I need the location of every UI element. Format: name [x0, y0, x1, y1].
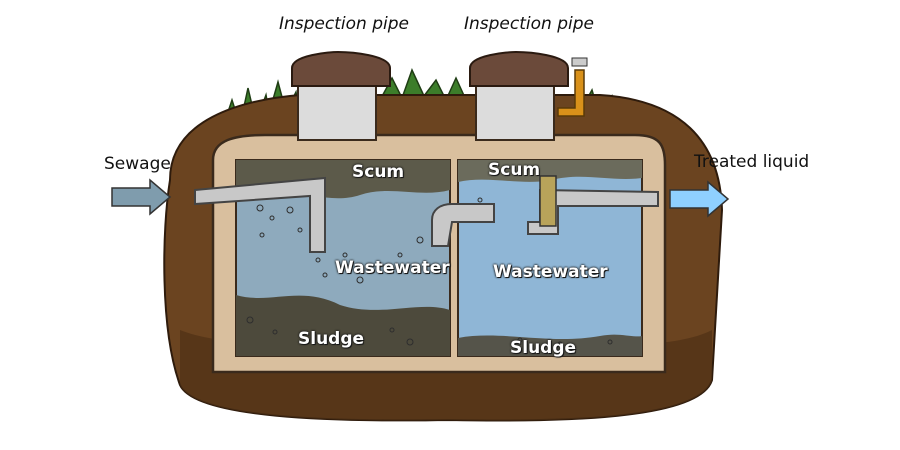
wastewater-label-left: Wastewater	[335, 258, 450, 278]
left-sludge-layer	[236, 295, 450, 356]
sewage-arrow	[111, 178, 172, 216]
inlet-pipe	[194, 176, 326, 253]
treated-arrow	[669, 180, 730, 218]
bubbles	[246, 197, 613, 347]
inspection-label-right: Inspection pipe	[464, 14, 594, 34]
scum-label-left: Scum	[352, 162, 405, 182]
wastewater-label-right: Wastewater	[493, 262, 608, 282]
left-riser	[291, 50, 391, 141]
scum-label-right: Scum	[488, 160, 541, 180]
right-scum-layer	[458, 160, 642, 182]
transfer-pipe	[431, 203, 495, 247]
right-sludge-layer	[458, 334, 642, 356]
sludge-label-left: Sludge	[298, 329, 365, 349]
inspection-label-left: Inspection pipe	[279, 14, 409, 34]
outlet-pipe	[527, 188, 659, 235]
sludge-label-right: Sludge	[510, 338, 577, 358]
treated-liquid-label: Treated liquid	[694, 152, 810, 172]
right-riser	[469, 50, 569, 141]
sewage-label: Sewage	[104, 154, 171, 174]
effluent-filter	[539, 175, 557, 227]
vent-pipe	[557, 57, 588, 117]
